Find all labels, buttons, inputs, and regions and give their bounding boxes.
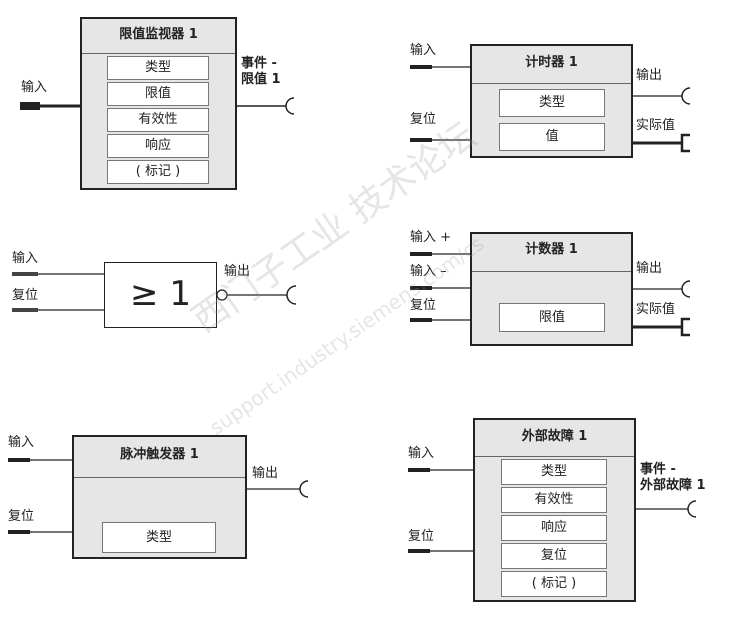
output-label: 输出 xyxy=(252,466,279,481)
actual-value-label: 实际值 xyxy=(636,302,676,317)
output-label-line1: 事件 - xyxy=(640,462,676,477)
field-tag: ( 标记 ) xyxy=(107,160,209,184)
reset-label: 复位 xyxy=(8,509,35,524)
input-minus-label: 输入 – xyxy=(410,264,447,279)
field-type: 类型 xyxy=(499,89,605,117)
input-label: 输入 xyxy=(410,43,437,58)
input-label: 输入 xyxy=(21,80,48,95)
field-response: 响应 xyxy=(501,515,607,541)
reset-label: 复位 xyxy=(12,288,39,303)
field-limit: 限值 xyxy=(499,303,605,332)
block-title: 计时器 1 xyxy=(472,46,631,84)
output-label: 事件 - 限值 1 xyxy=(241,56,281,88)
field-type: 类型 xyxy=(107,56,209,80)
actual-value-label: 实际值 xyxy=(636,118,676,133)
output-label-line2: 限值 1 xyxy=(241,72,281,87)
input-label: 输入 xyxy=(8,435,35,450)
field-response: 响应 xyxy=(107,134,209,158)
output-label: 输出 xyxy=(636,68,663,83)
or-gate-block: ≥ 1 xyxy=(104,262,217,328)
field-tag: ( 标记 ) xyxy=(501,571,607,597)
output-label: 输出 xyxy=(636,261,663,276)
field-validity: 有效性 xyxy=(501,487,607,513)
pulse-trigger-block: 脉冲触发器 1 类型 xyxy=(72,435,247,559)
field-reset: 复位 xyxy=(501,543,607,569)
output-label: 输出 xyxy=(224,264,251,279)
output-label: 事件 - 外部故障 1 xyxy=(640,462,706,494)
reset-label: 复位 xyxy=(408,529,435,544)
block-title: 计数器 1 xyxy=(472,234,631,272)
external-fault-block: 外部故障 1 类型 有效性 响应 复位 ( 标记 ) xyxy=(473,418,636,602)
block-title: 外部故障 1 xyxy=(475,420,634,457)
timer-block: 计时器 1 类型 值 xyxy=(470,44,633,158)
block-title: 脉冲触发器 1 xyxy=(74,437,245,478)
field-value: 值 xyxy=(499,123,605,151)
field-validity: 有效性 xyxy=(107,108,209,132)
field-type: 类型 xyxy=(102,522,216,553)
field-limit: 限值 xyxy=(107,82,209,106)
field-type: 类型 xyxy=(501,459,607,485)
output-label-line2: 外部故障 1 xyxy=(640,478,706,493)
output-label-line1: 事件 - xyxy=(241,56,277,71)
or-symbol: ≥ 1 xyxy=(130,274,191,314)
input-plus-label: 输入 + xyxy=(410,230,452,245)
input-label: 输入 xyxy=(408,446,435,461)
reset-label: 复位 xyxy=(410,298,437,313)
reset-label: 复位 xyxy=(410,112,437,127)
limit-monitor-block: 限值监视器 1 类型 限值 有效性 响应 ( 标记 ) xyxy=(80,17,237,190)
counter-block: 计数器 1 限值 xyxy=(470,232,633,346)
input-label: 输入 xyxy=(12,251,39,266)
block-title: 限值监视器 1 xyxy=(82,19,235,54)
